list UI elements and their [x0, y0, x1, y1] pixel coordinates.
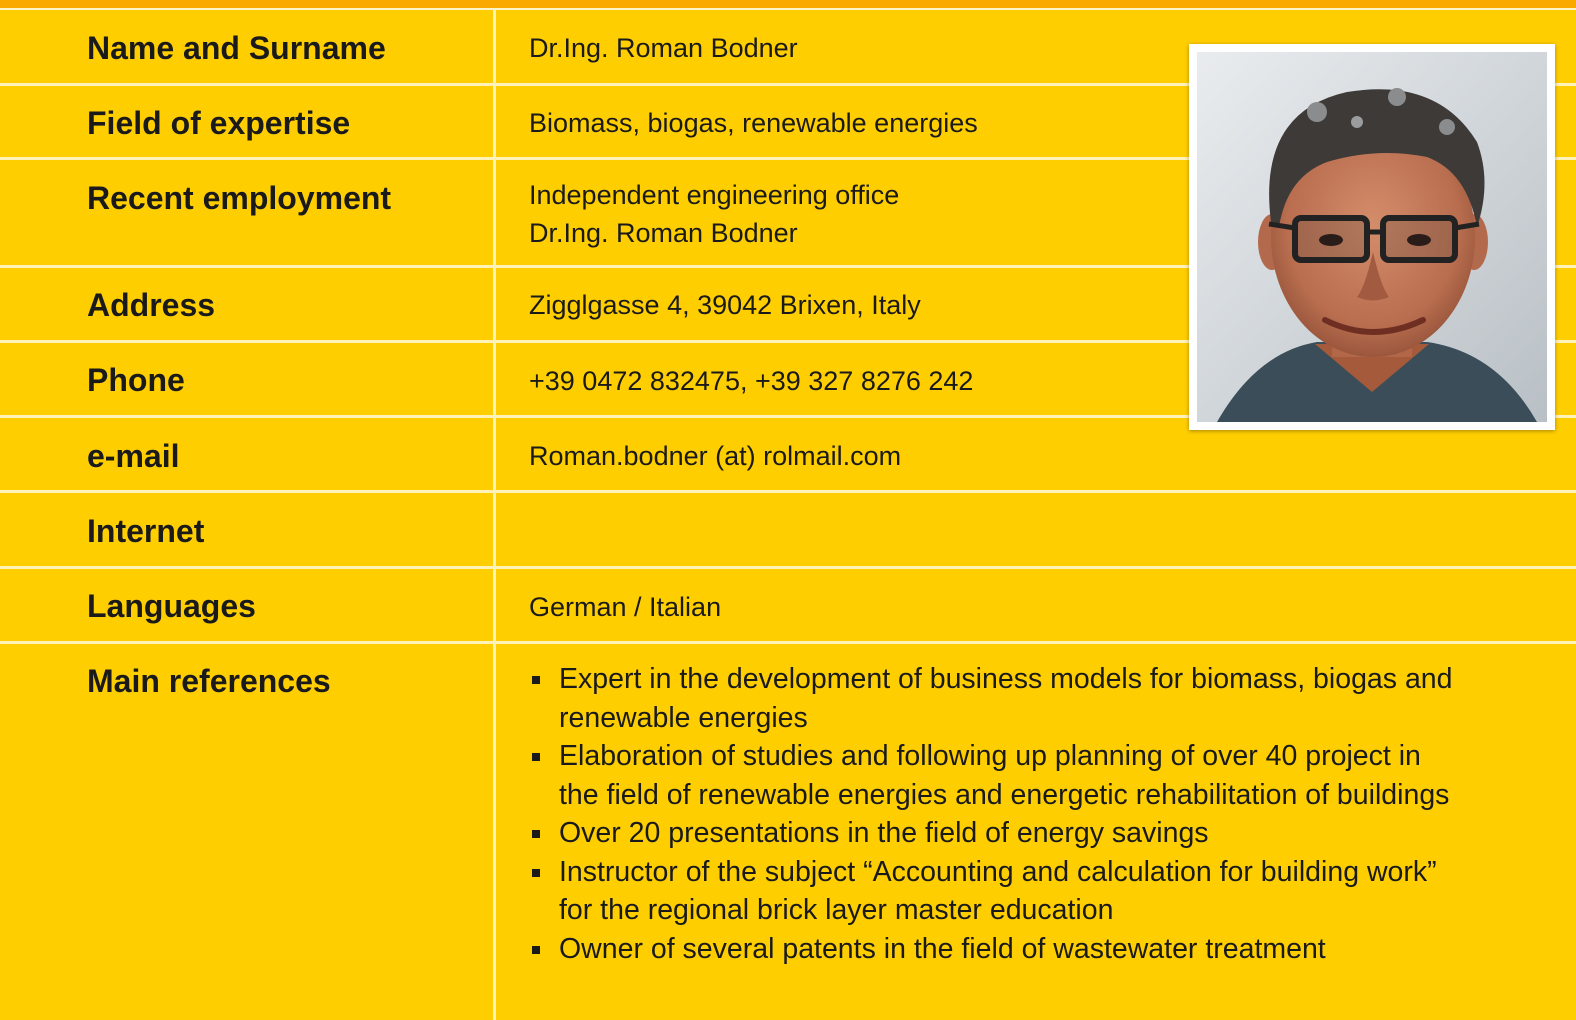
value-email: Roman.bodner (at) rolmail.com — [529, 441, 902, 471]
label-phone: Phone — [87, 362, 185, 398]
list-item: Owner of several patents in the field of… — [529, 930, 1519, 969]
label-languages: Languages — [87, 588, 256, 624]
portrait-image — [1197, 52, 1547, 422]
label-internet: Internet — [87, 513, 205, 549]
label-name-and-surname: Name and Surname — [87, 30, 386, 66]
value-languages: German / Italian — [529, 592, 722, 622]
reference-line: Elaboration of studies and following up … — [559, 740, 1421, 772]
label-address: Address — [87, 287, 216, 323]
label-recent-employment: Recent employment — [87, 180, 392, 216]
row-divider — [0, 490, 1576, 493]
value-recent-employment-line-1: Independent engineering office — [529, 180, 900, 210]
label-main-references: Main references — [87, 663, 331, 699]
row-divider — [0, 415, 1576, 418]
reference-line: Over 20 presentations in the field of en… — [559, 817, 1209, 849]
reference-line: renewable energies — [559, 701, 808, 734]
row-divider — [0, 265, 1576, 268]
list-item: Instructor of the subject “Accounting an… — [529, 853, 1519, 930]
top-accent-rule — [0, 0, 1576, 10]
square-bullet-icon — [532, 868, 540, 877]
reference-line: for the regional brick layer master educ… — [559, 894, 1114, 926]
value-address: Zigglgasse 4, 39042 Brixen, Italy — [529, 290, 921, 320]
list-item: Expert in the development of business mo… — [529, 660, 1519, 737]
list-item: Over 20 presentations in the field of en… — [529, 814, 1519, 853]
label-field-of-expertise: Field of expertise — [87, 105, 351, 141]
column-divider — [493, 10, 496, 1020]
square-bullet-icon — [532, 830, 540, 838]
reference-line: Owner of several patents in the field of… — [559, 932, 1326, 965]
main-references-list: Expert in the development of business mo… — [529, 660, 1519, 968]
value-name-and-surname: Dr.Ing. Roman Bodner — [529, 33, 798, 63]
reference-line: Expert in the development of business mo… — [559, 663, 1453, 695]
square-bullet-icon — [532, 676, 540, 684]
label-email: e-mail — [87, 438, 180, 474]
reference-line: the field of renewable energies and ener… — [559, 778, 1450, 811]
row-divider — [0, 641, 1576, 644]
row-divider — [0, 83, 1576, 86]
value-phone: +39 0472 832475, +39 327 8276 242 — [529, 366, 974, 396]
row-divider — [0, 566, 1576, 569]
row-divider — [0, 340, 1576, 343]
square-bullet-icon — [532, 753, 540, 761]
square-bullet-icon — [532, 945, 540, 954]
row-divider — [0, 157, 1576, 160]
portrait-photo — [1189, 44, 1555, 430]
list-item: Elaboration of studies and following up … — [529, 737, 1519, 814]
value-field-of-expertise: Biomass, biogas, renewable energies — [529, 108, 978, 138]
reference-line: Instructor of the subject “Accounting an… — [559, 855, 1437, 888]
value-recent-employment-line-2: Dr.Ing. Roman Bodner — [529, 218, 798, 248]
